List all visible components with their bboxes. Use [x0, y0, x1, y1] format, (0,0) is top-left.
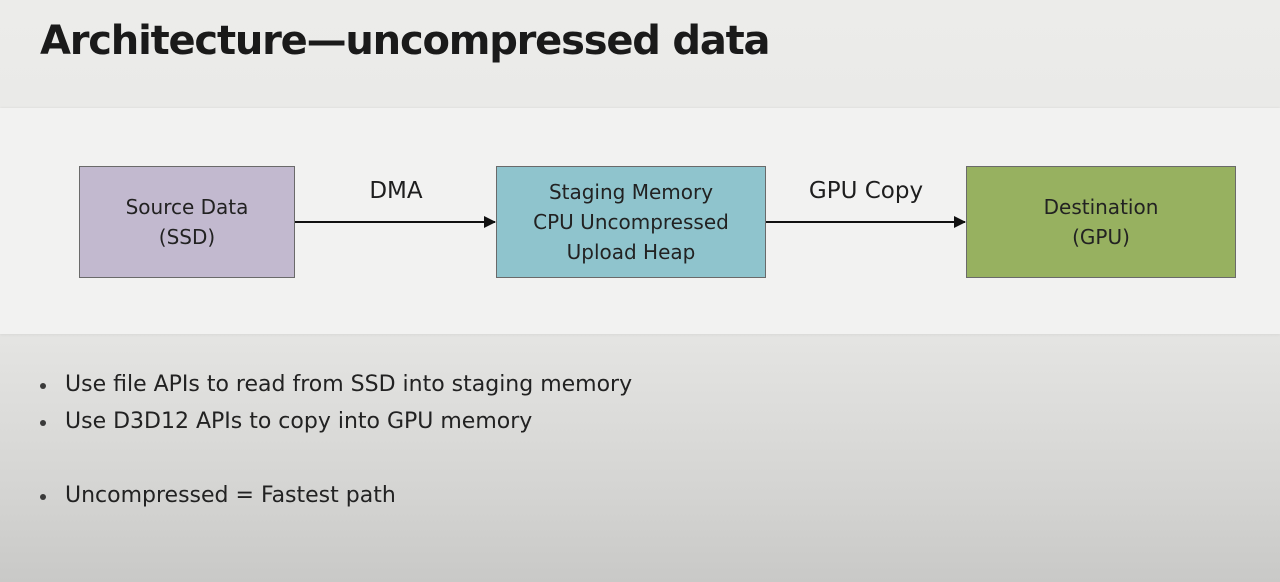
- bullet-item: Use D3D12 APIs to copy into GPU memory: [36, 403, 632, 440]
- diagram-arrows: [295, 216, 966, 228]
- node-source-line-2: (SSD): [158, 225, 216, 249]
- edge-label-dma: DMA: [369, 178, 423, 204]
- bullet-text: Uncompressed = Fastest path: [65, 483, 396, 508]
- bullet-dot-icon: [40, 494, 46, 500]
- diagram-panel: Source Data (SSD) Staging Memory CPU Unc…: [0, 108, 1280, 334]
- bullet-text: Use file APIs to read from SSD into stag…: [65, 372, 633, 397]
- node-source-data: Source Data (SSD): [79, 166, 295, 278]
- node-staging-memory: Staging Memory CPU Uncompressed Upload H…: [496, 166, 766, 278]
- slide-title: Architecture—uncompressed data: [40, 18, 771, 64]
- node-destination: Destination (GPU): [966, 166, 1236, 278]
- edge-label-gpu-copy: GPU Copy: [808, 178, 924, 204]
- node-destination-line-1: Destination: [1043, 195, 1159, 219]
- node-source-line-1: Source Data: [125, 195, 249, 219]
- node-destination-line-2: (GPU): [1072, 225, 1130, 249]
- bullet-dot-icon: [40, 383, 46, 389]
- bullet-dot-icon: [40, 420, 46, 426]
- node-staging-line-1: Staging Memory: [548, 180, 714, 204]
- bullet-text: Use D3D12 APIs to copy into GPU memory: [65, 409, 533, 434]
- bullet-list: Use file APIs to read from SSD into stag…: [36, 366, 632, 514]
- bullet-item: Use file APIs to read from SSD into stag…: [36, 366, 632, 403]
- node-staging-line-3: Upload Heap: [566, 240, 696, 264]
- node-staging-line-2: CPU Uncompressed: [533, 210, 729, 234]
- bullet-item: Uncompressed = Fastest path: [36, 477, 632, 514]
